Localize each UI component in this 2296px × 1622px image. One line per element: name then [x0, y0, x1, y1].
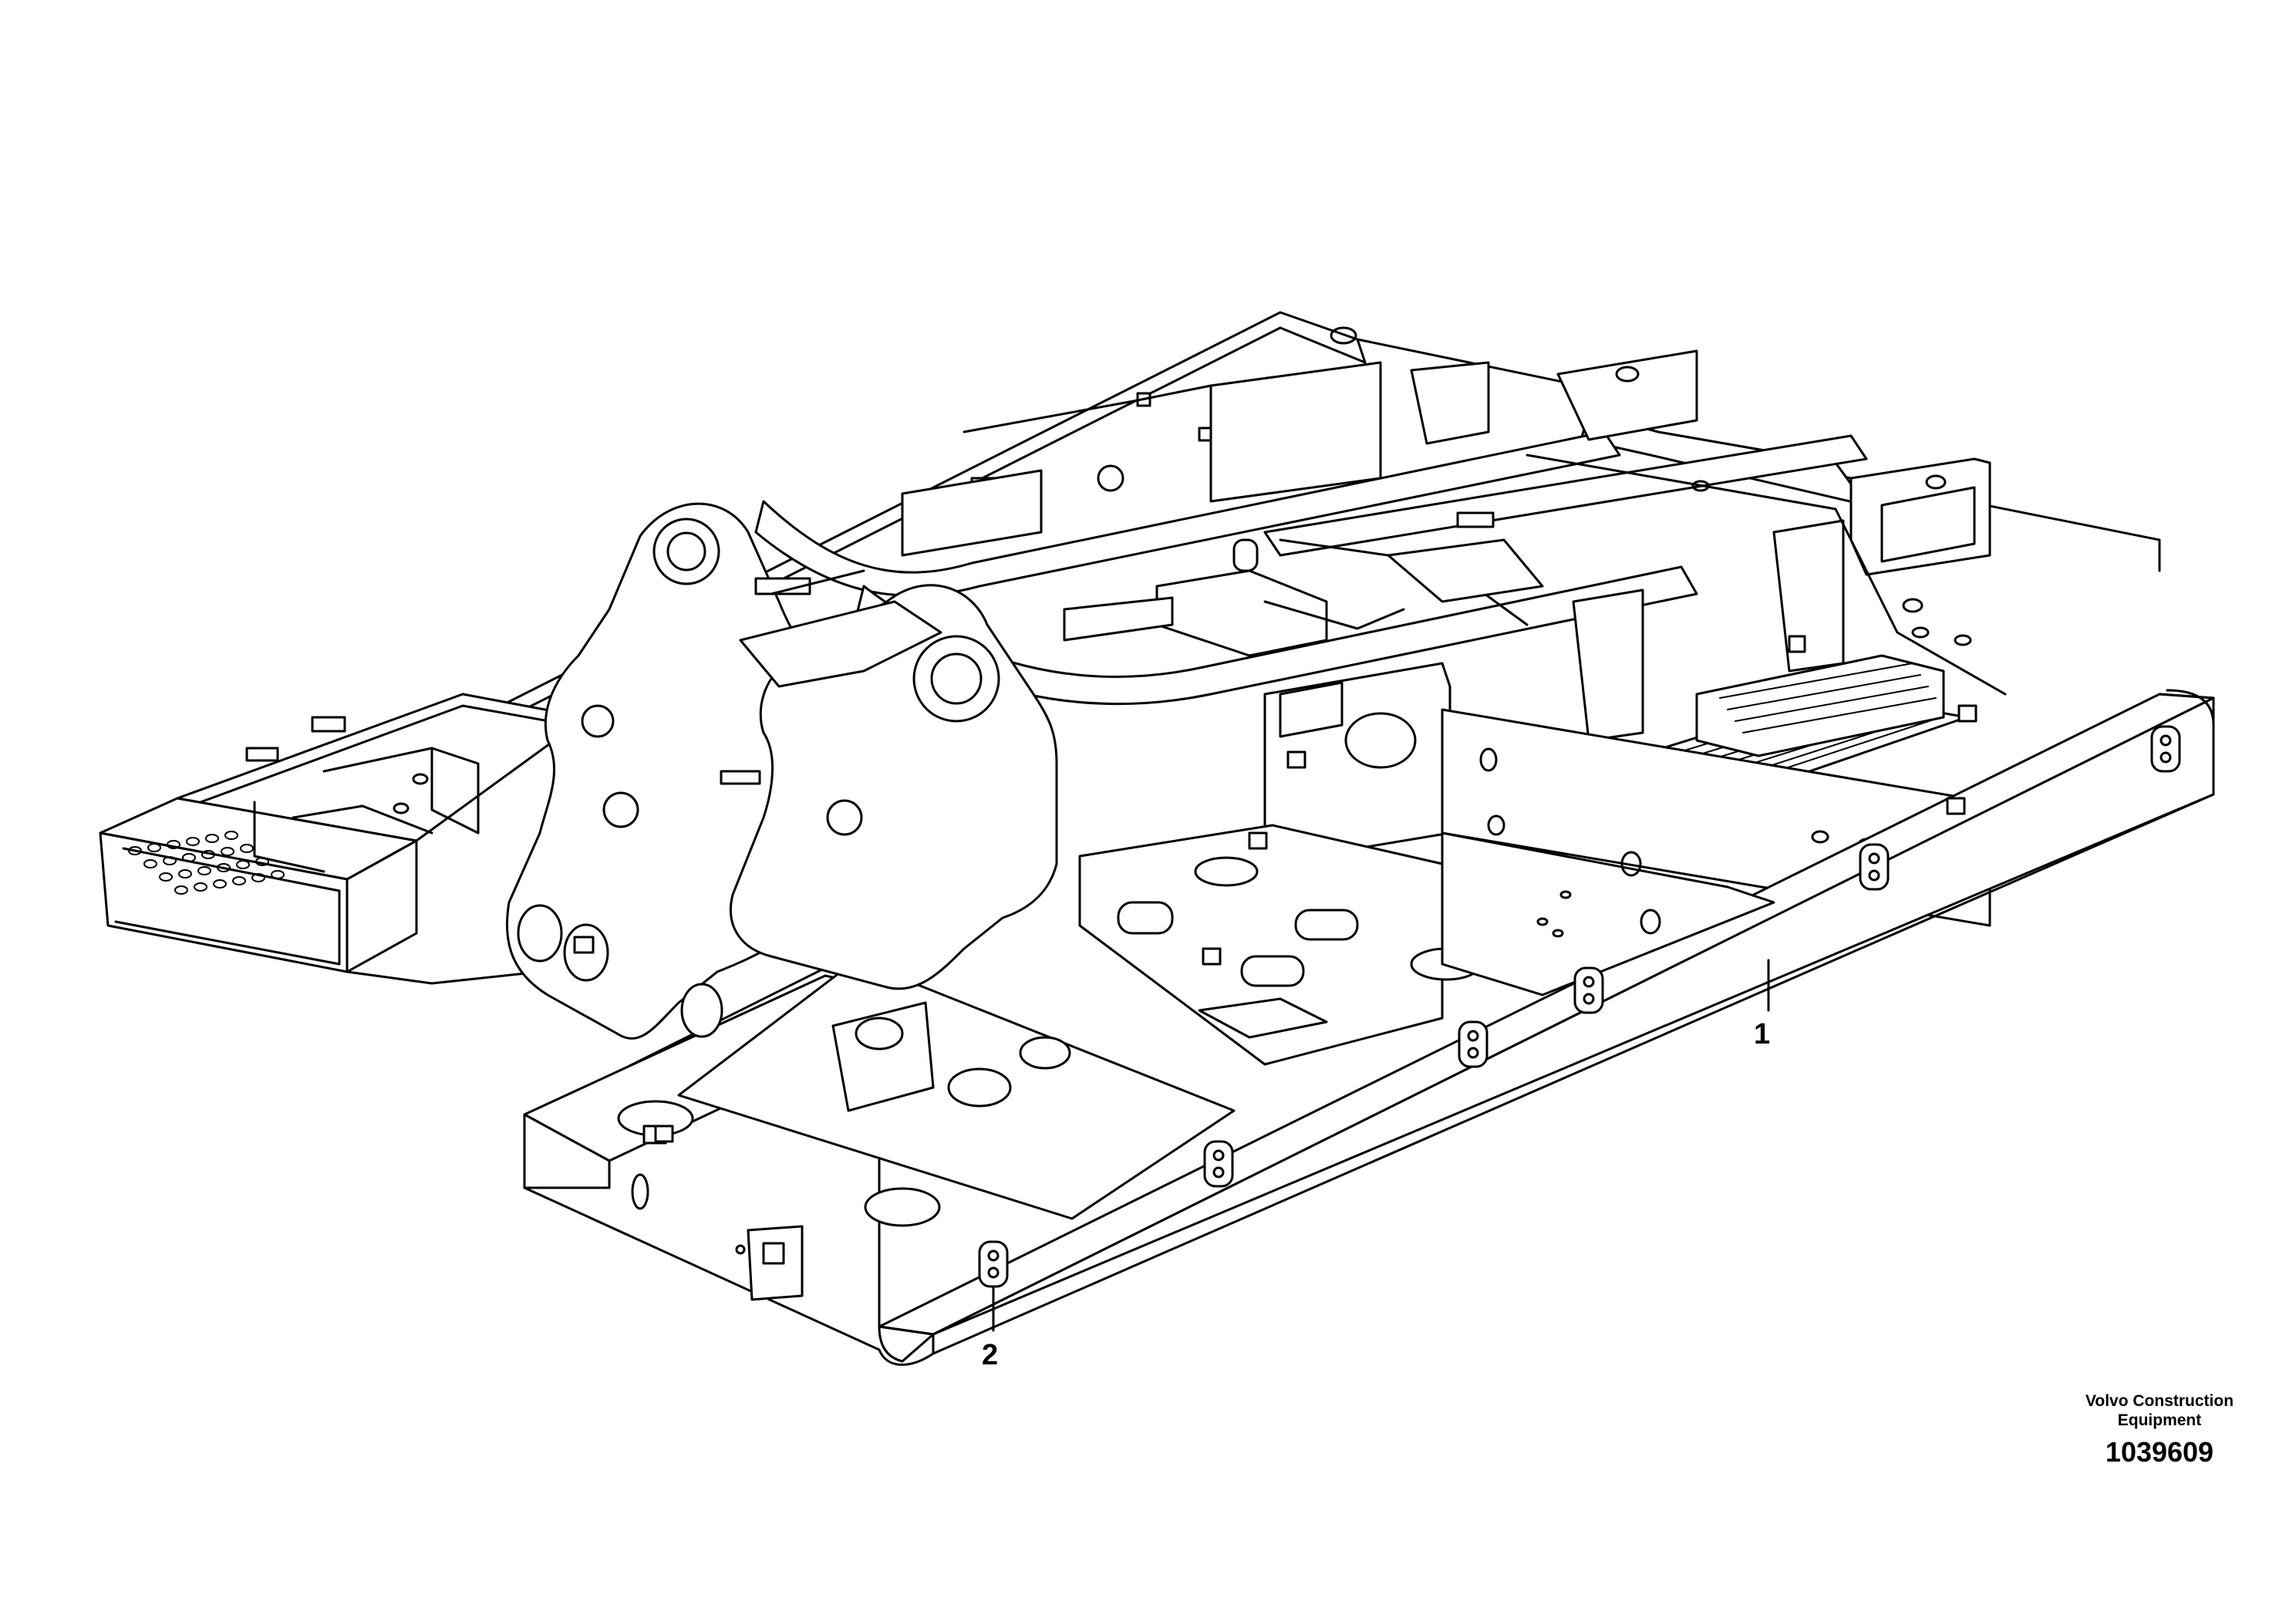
- leader-lines: [992, 959, 1770, 1332]
- callout-2-label: 2: [982, 1339, 999, 1371]
- center-longitudinal-beam: [1078, 824, 1482, 1066]
- manufacturer-credit: Volvo Construction Equipment: [2036, 1391, 2283, 1430]
- mounting-bracket: [1458, 1020, 1489, 1068]
- credit-line-2: Equipment: [2117, 1411, 2202, 1429]
- rear-deck: [1279, 454, 2007, 696]
- center-floor: [677, 959, 1236, 1220]
- front-right-wall: [1263, 662, 1451, 865]
- mounting-bracket: [2150, 725, 2181, 773]
- mounting-brackets: [978, 725, 2181, 1288]
- beam-support-brackets: [1410, 349, 1845, 781]
- upper-cross-beams: [754, 430, 1868, 705]
- front-end-plate: [735, 1225, 804, 1301]
- right-floor: [1441, 814, 1775, 996]
- left-deck-internals: [245, 716, 480, 873]
- credit-line-1: Volvo Construction: [2085, 1392, 2234, 1410]
- callout-1-label: 1: [1754, 1018, 1771, 1050]
- mounting-bracket: [1203, 1140, 1234, 1188]
- upper-rear-wall: [770, 361, 1382, 595]
- mounting-bracket: [1573, 966, 1604, 1014]
- boom-foot: [505, 502, 1058, 1040]
- mounting-bracket: [978, 1240, 1009, 1288]
- drawing-number: 1039609: [2105, 1436, 2214, 1468]
- left-step-plate: [99, 693, 588, 985]
- mounting-bracket: [1859, 843, 1890, 891]
- mid-console: [1063, 538, 1405, 657]
- step-tread-holes: [128, 831, 285, 895]
